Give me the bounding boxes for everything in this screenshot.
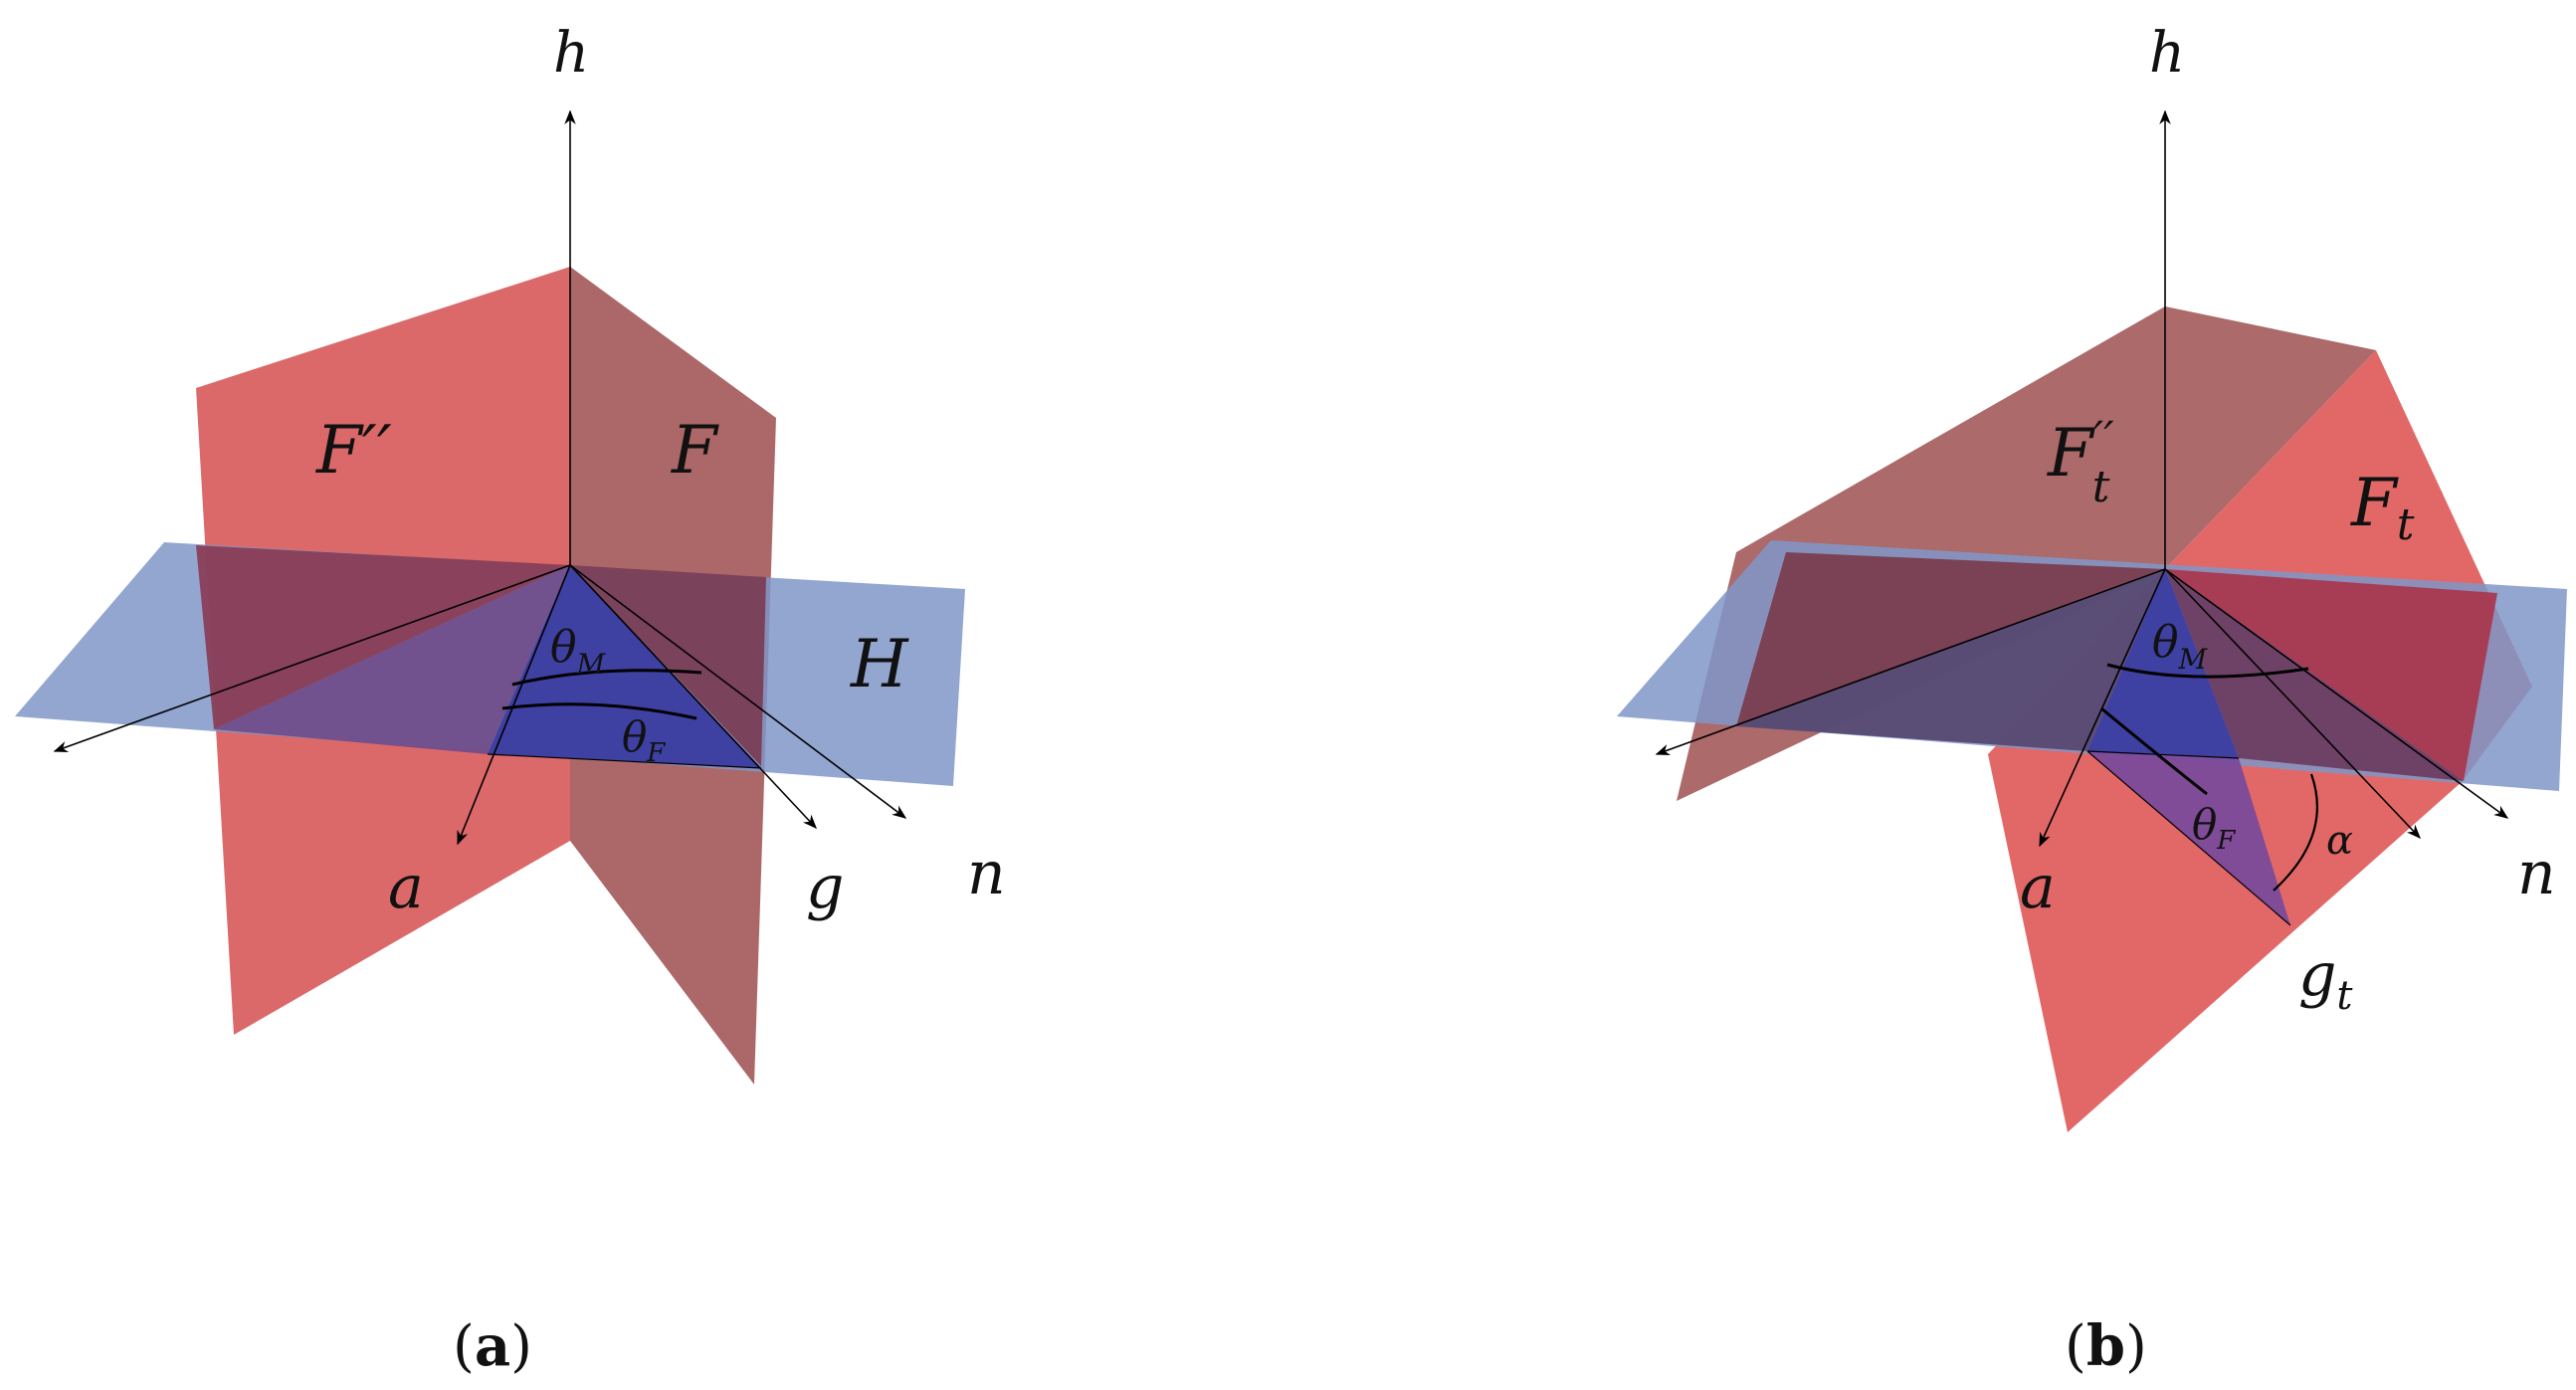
arc-theta-F: [501, 702, 697, 720]
overlap-right: [570, 565, 766, 766]
label-Ft-double-prime: F′′t: [2047, 411, 2114, 512]
axis-g: [569, 564, 817, 830]
caption-a: (a): [453, 1313, 532, 1379]
dark-sector-left: [1736, 569, 2165, 751]
label-gt: gt: [2298, 940, 2353, 1019]
axis-left-arrow: [1655, 568, 2166, 755]
overlap-left: [1736, 552, 2165, 726]
label-alpha: α: [2326, 818, 2353, 864]
triangle-base: [487, 753, 762, 769]
violet-sector: [214, 565, 570, 754]
panel-a: h F′′ F H θM θF a g n (a): [15, 21, 1006, 1379]
panel-b: h F′′t Ft θM θF α a gt n (b): [1617, 21, 2567, 1379]
triangle-base: [2086, 750, 2240, 759]
overlap-left: [196, 545, 570, 729]
label-g: g: [806, 853, 844, 922]
label-a: a: [2020, 853, 2056, 922]
label-n: n: [2517, 839, 2556, 908]
arc-theta-M: [2106, 663, 2309, 679]
edge-violet-left: [2086, 750, 2291, 926]
label-h: h: [553, 21, 589, 86]
label-a: a: [388, 853, 424, 922]
label-theta-M: θM: [2152, 617, 2209, 676]
label-h: h: [2149, 21, 2185, 86]
label-n: n: [967, 839, 1006, 908]
angle-triangle: [2087, 569, 2239, 758]
axis-n: [569, 564, 907, 819]
label-theta-M: θM: [550, 622, 607, 681]
overlap-right: [2165, 569, 2497, 781]
arc-alpha: [2273, 773, 2318, 892]
dark-sector-right: [2165, 569, 2464, 781]
arc-theta-F: [2100, 706, 2208, 796]
axis-n: [2164, 568, 2509, 819]
arc-theta-M: [511, 669, 702, 687]
axis-g: [2164, 568, 2421, 840]
label-Ft: Ft: [2350, 465, 2415, 550]
axis-a: [457, 564, 571, 846]
caption-b: (b): [2065, 1313, 2147, 1379]
label-F-double-prime: F′′: [315, 412, 392, 489]
label-H: H: [850, 626, 909, 702]
label-theta-F: θF: [2192, 800, 2236, 856]
label-theta-F: θF: [622, 712, 666, 768]
label-F: F: [671, 412, 719, 489]
axis-left-arrow: [53, 564, 571, 753]
